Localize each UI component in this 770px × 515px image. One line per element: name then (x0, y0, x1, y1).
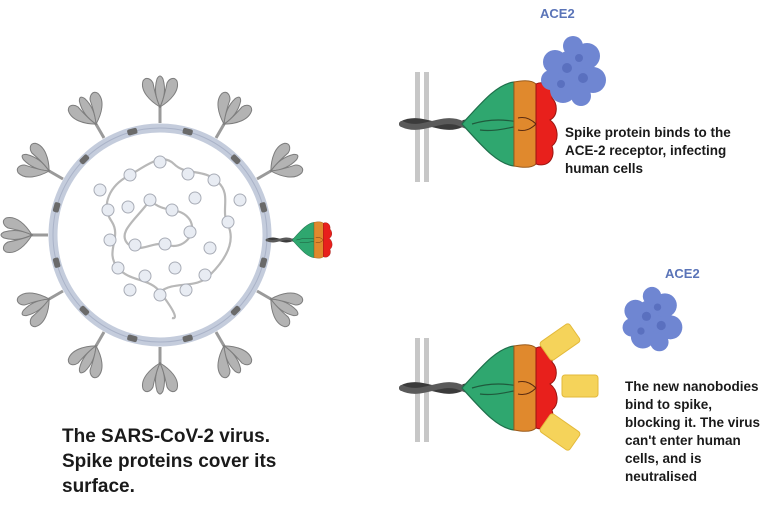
highlighted-spike-protein (265, 220, 334, 260)
ace2-receptor-bottom (622, 286, 683, 352)
ace2-label-top: ACE2 (540, 6, 575, 21)
binding-caption: Spike protein binds to the ACE-2 recepto… (565, 125, 731, 176)
binding-panel (402, 36, 606, 182)
virus-particle (0, 74, 334, 396)
virus-caption: The SARS-CoV-2 virus. Spike proteins cov… (62, 426, 277, 497)
viral-rna (93, 155, 247, 320)
neutralise-caption: The new nanobodies bind to spike, blocki… (625, 379, 761, 484)
neutralise-panel (402, 286, 683, 452)
ace2-label-bottom: ACE2 (665, 266, 700, 281)
